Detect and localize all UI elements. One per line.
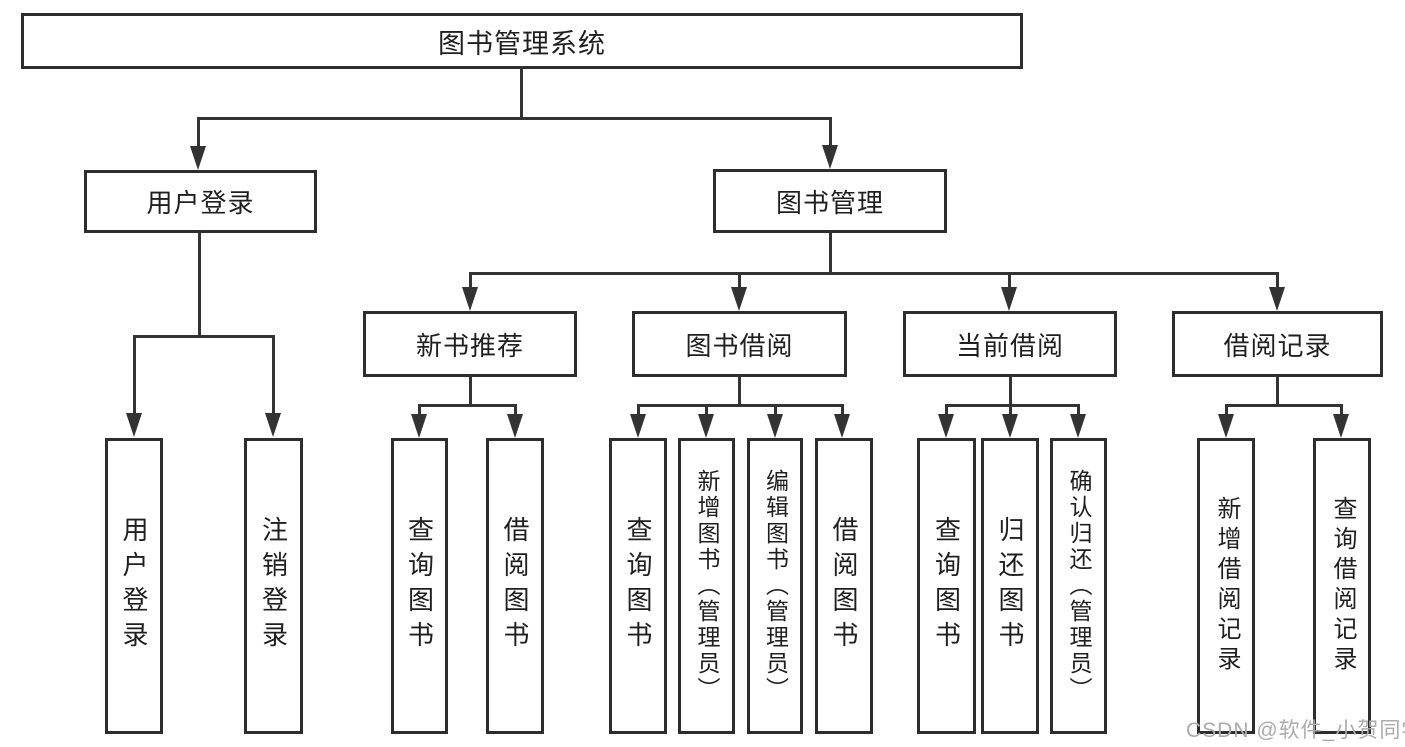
leaf-label: 查询图书 [404,516,435,656]
node-borrowing-records: 借阅记录 [1172,311,1383,377]
connector-line [1225,404,1228,418]
arrowhead [1070,414,1086,438]
connector-line [637,404,844,407]
connector-line [774,404,777,418]
connector-line [1077,404,1080,418]
node-current-borrowing: 当前借阅 [903,311,1117,377]
node-library-system: 图书管理系统 [21,13,1023,69]
connector-line [738,272,741,292]
leaf-label: 新增借阅记录 [1213,496,1240,676]
connector-line [418,404,421,418]
arrowhead [1333,414,1349,438]
node-label: 图书管理 [775,187,884,218]
connector-line [945,404,1079,407]
connector-line [469,272,472,292]
leaf-label: 查询图书 [931,516,962,656]
connector-line [272,335,275,417]
arrowhead [507,414,523,438]
connector-line [1340,404,1343,418]
leaf-label: 归还图书 [995,516,1025,656]
leaf-query-books-recommend: 查询图书 [391,438,448,734]
arrowhead [698,414,714,438]
arrowhead [938,414,954,438]
connector-line [1009,404,1012,418]
connector-line [738,375,741,406]
arrowhead [462,287,478,311]
connector-line [1008,272,1011,292]
leaf-label: 用户登录 [119,516,149,656]
connector-line [198,231,201,337]
leaf-query-books-current: 查询图书 [917,438,976,734]
connector-line [829,231,832,274]
arrowhead [126,413,142,437]
connector-line [469,272,1279,275]
connector-line [705,404,708,418]
leaf-label: 查询借阅记录 [1329,496,1356,676]
arrowhead [265,413,281,437]
leaf-add-borrow-record: 新增借阅记录 [1197,438,1255,734]
csdn-watermark: CSDN @软件_小贺同学 [1186,719,1405,742]
node-book-management: 图书管理 [713,169,947,233]
leaf-borrow-books: 借阅图书 [815,438,873,734]
node-user-login: 用户登录 [84,170,317,233]
connector-line [1225,404,1342,407]
connector-line [520,66,523,119]
leaf-logout: 注销登录 [244,438,303,734]
leaf-add-book-admin: 新增图书（管理员） [678,438,735,734]
node-new-book-recommend: 新书推荐 [363,311,577,377]
arrowhead [1218,414,1234,438]
connector-line [1009,375,1012,406]
leaf-edit-book-admin: 编辑图书（管理员） [747,438,803,734]
arrowhead [411,414,427,438]
node-label: 借阅记录 [1223,330,1332,361]
node-book-borrowing: 图书借阅 [632,311,847,377]
arrowhead [822,145,838,169]
connector-line [133,335,275,338]
arrowhead [630,414,646,438]
leaf-label: 编辑图书（管理员） [762,469,789,703]
arrowhead [834,414,850,438]
arrowhead [1002,414,1018,438]
arrowhead [1001,287,1017,311]
arrowhead [190,146,206,170]
leaf-label: 查询图书 [623,516,653,656]
leaf-query-borrow-record: 查询借阅记录 [1313,438,1371,734]
arrowhead [731,287,747,311]
connector-line [1276,375,1279,406]
leaf-user-login: 用户登录 [105,438,163,734]
connector-line [197,117,200,149]
node-label: 用户登录 [146,188,255,218]
leaf-return-books: 归还图书 [981,438,1039,734]
leaf-label: 借阅图书 [829,516,859,656]
connector-line [514,404,517,418]
leaf-label: 借阅图书 [500,516,530,656]
connector-line [945,404,948,418]
node-label: 新书推荐 [415,330,524,361]
leaf-label: 确认归还（管理员） [1066,469,1092,703]
leaf-borrow-books-recommend: 借阅图书 [486,438,544,734]
node-label: 图书管理系统 [438,28,606,59]
connector-line [197,117,832,120]
connector-line [841,404,844,418]
connector-line [469,375,472,406]
connector-line [133,335,136,417]
node-label: 图书借阅 [685,330,794,361]
node-label: 当前借阅 [955,330,1064,361]
connector-line [637,404,640,418]
arrowhead [767,414,783,438]
connector-line [1276,272,1279,292]
leaf-label: 注销登录 [258,516,289,656]
leaf-label: 新增图书（管理员） [694,469,720,703]
arrowhead [1269,287,1285,311]
connector-line [418,404,517,407]
connector-line [829,117,832,149]
leaf-query-books-borrow: 查询图书 [609,438,667,734]
leaf-confirm-return-admin: 确认归还（管理员） [1050,438,1107,734]
